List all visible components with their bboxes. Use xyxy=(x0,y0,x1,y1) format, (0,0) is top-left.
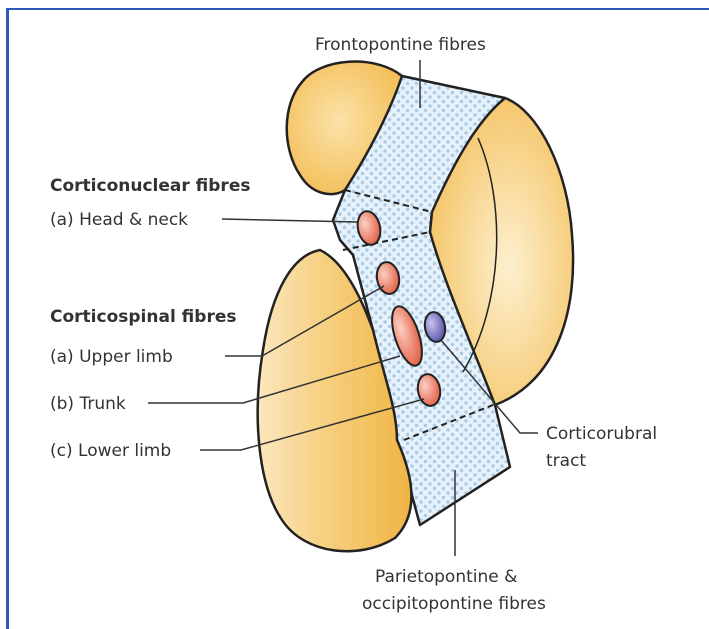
trunk-label: (b) Trunk xyxy=(50,394,126,414)
corticonuclear-heading: Corticonuclear fibres xyxy=(50,176,250,196)
corticospinal-heading: Corticospinal fibres xyxy=(50,307,237,327)
corticorubral-label-line1: Corticorubral xyxy=(546,424,657,444)
lower-limb-label: (c) Lower limb xyxy=(50,441,171,461)
parietopontine-label-line1: Parietopontine & xyxy=(375,567,517,587)
upper-limb-label: (a) Upper limb xyxy=(50,347,173,367)
frontopontine-label: Frontopontine fibres xyxy=(315,35,486,55)
corticorubral-label-line2: tract xyxy=(546,451,586,471)
head-neck-label: (a) Head & neck xyxy=(50,210,188,230)
parietopontine-label-line2: occipitopontine fibres xyxy=(362,594,546,614)
